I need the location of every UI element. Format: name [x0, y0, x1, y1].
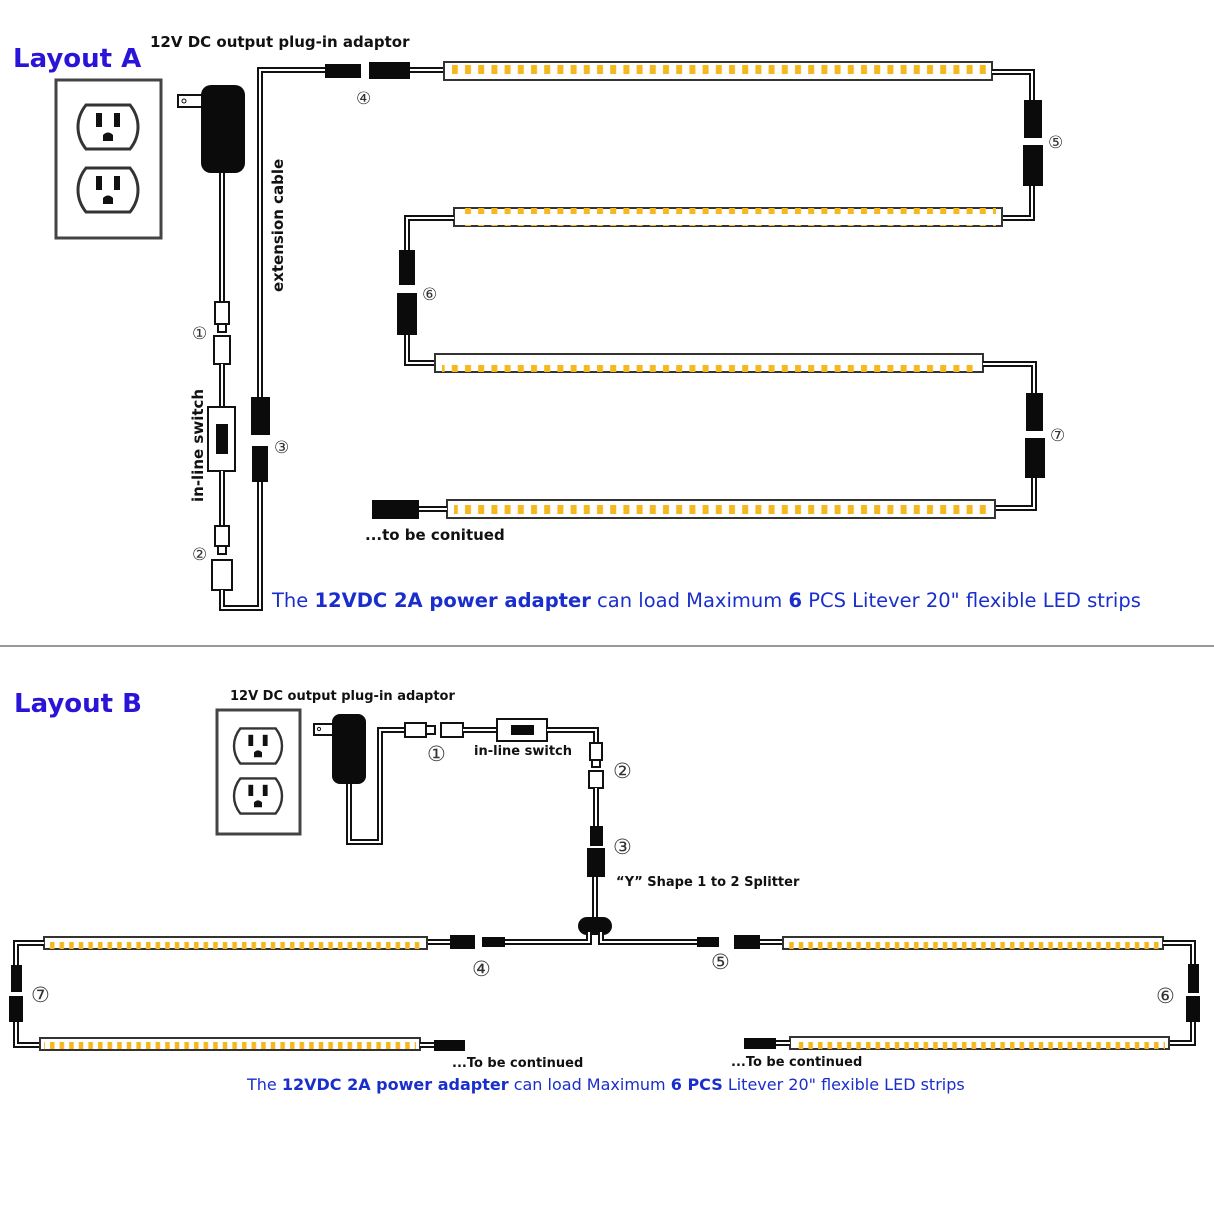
dc-connector-4-icon [325, 62, 410, 79]
connector-5-number: ⑤ [1048, 133, 1063, 153]
layout-b-note: The 12VDC 2A power adapter can load Maxi… [246, 1075, 965, 1094]
connector-2-number: ② [192, 545, 207, 565]
connector-3-number: ③ [274, 438, 289, 458]
layout-a-title: Layout A [13, 44, 141, 74]
dc-connector-3-icon [587, 826, 605, 877]
connector-4-number: ④ [356, 89, 371, 109]
connector-5-number: ⑤ [711, 950, 730, 974]
dc-connector-3-icon [251, 397, 270, 482]
wall-outlet-icon [54, 78, 163, 240]
led-strip-4 [446, 499, 996, 519]
layout-a: Layout A 12V DC output plug-in adaptor ① [13, 33, 1141, 612]
y-splitter-icon [578, 917, 612, 935]
layout-b-continue-left-label: ...To be continued [452, 1056, 583, 1071]
layout-a-adaptor-label: 12V DC output plug-in adaptor [150, 33, 410, 51]
led-strip-2 [453, 207, 1003, 227]
layout-b-title: Layout B [14, 689, 142, 719]
led-strip-b2 [39, 1037, 421, 1051]
inline-switch-icon [496, 718, 548, 742]
connector-3-number: ③ [613, 835, 632, 859]
dc-connector-1-icon [213, 301, 231, 365]
layout-b-switch-label: in-line switch [474, 744, 572, 759]
dc-connector-1-icon [404, 722, 464, 738]
led-strip-1 [443, 61, 993, 81]
inline-switch-icon [207, 406, 236, 472]
layout-b-continue-right-label: ...To be continued [731, 1055, 862, 1070]
dc-connector-6-icon [1186, 964, 1200, 1022]
connector-7-number: ⑦ [31, 983, 50, 1007]
connector-1-number: ① [427, 742, 446, 766]
layout-a-switch-label: in-line switch [189, 389, 207, 502]
led-strip-b1 [43, 936, 428, 950]
connector-6-number: ⑥ [1156, 984, 1175, 1008]
layout-b: Layout B 12V DC output plug-in adaptor ① [9, 689, 1200, 1094]
connector-2-number: ② [613, 759, 632, 783]
end-connector-icon [744, 1038, 776, 1049]
end-connector-icon [372, 500, 419, 519]
extension-cable-label: extension cable [269, 159, 287, 292]
power-adapter-icon [177, 85, 245, 173]
connector-4-number: ④ [472, 957, 491, 981]
splitter-label: “Y” Shape 1 to 2 Splitter [616, 875, 800, 890]
connector-1-number: ① [192, 324, 207, 344]
power-adapter-icon [313, 714, 366, 784]
layout-a-note: The 12VDC 2A power adapter can load Maxi… [271, 589, 1141, 612]
connector-6-number: ⑥ [422, 285, 437, 305]
layout-a-continue-label: ...to be conitued [365, 526, 505, 544]
dc-connector-2-icon [211, 525, 233, 591]
dc-connector-2-icon [588, 742, 604, 789]
led-strip-b3 [782, 936, 1164, 950]
end-connector-icon [434, 1040, 465, 1051]
led-strip-b4 [789, 1036, 1170, 1050]
led-strip-3 [434, 353, 984, 373]
dc-connector-6-icon [397, 250, 417, 335]
dc-connector-4-icon [450, 935, 505, 949]
dc-connector-5-icon [1023, 100, 1043, 186]
layout-b-adaptor-label: 12V DC output plug-in adaptor [230, 689, 455, 704]
dc-connector-7-icon [9, 965, 23, 1022]
dc-connector-5-icon [697, 935, 760, 949]
dc-connector-7-icon [1025, 393, 1045, 478]
wall-outlet-icon [215, 708, 302, 836]
connector-7-number: ⑦ [1050, 426, 1065, 446]
